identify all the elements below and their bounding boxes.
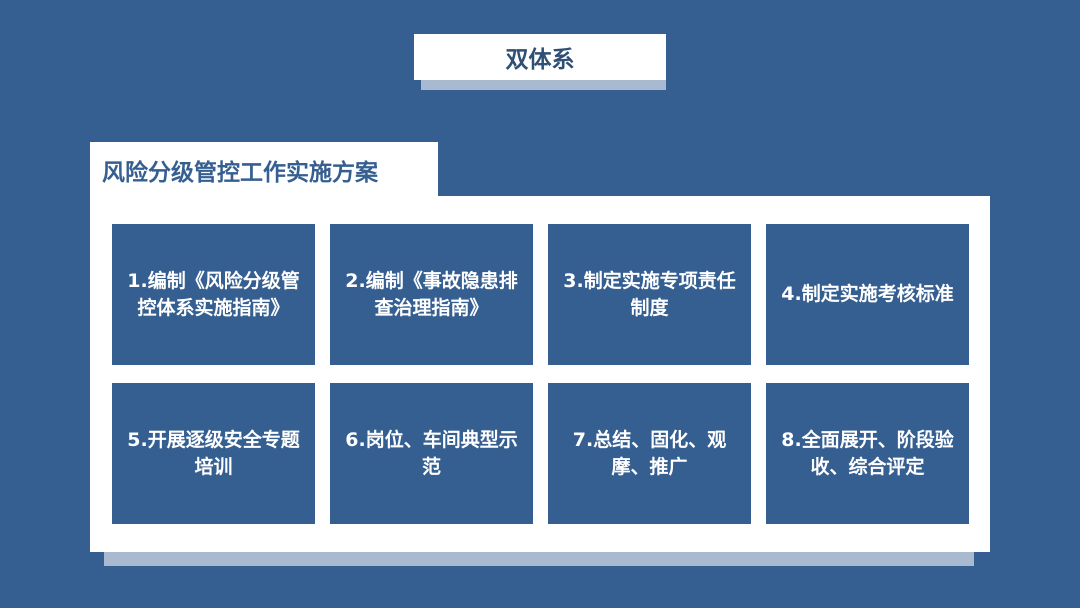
slide-title: 双体系 <box>414 34 666 80</box>
step-card-4: 4.制定实施考核标准 <box>766 224 969 365</box>
step-card-8: 8.全面展开、阶段验收、综合评定 <box>766 383 969 524</box>
step-card-6: 6.岗位、车间典型示范 <box>330 383 533 524</box>
step-card-5: 5.开展逐级安全专题培训 <box>112 383 315 524</box>
step-card-2: 2.编制《事故隐患排查治理指南》 <box>330 224 533 365</box>
step-card-3: 3.制定实施专项责任制度 <box>548 224 751 365</box>
step-card-7: 7.总结、固化、观摩、推广 <box>548 383 751 524</box>
step-card-1: 1.编制《风险分级管控体系实施指南》 <box>112 224 315 365</box>
panel-title: 风险分级管控工作实施方案 <box>90 142 438 198</box>
step-grid: 1.编制《风险分级管控体系实施指南》 2.编制《事故隐患排查治理指南》 3.制定… <box>112 224 969 524</box>
